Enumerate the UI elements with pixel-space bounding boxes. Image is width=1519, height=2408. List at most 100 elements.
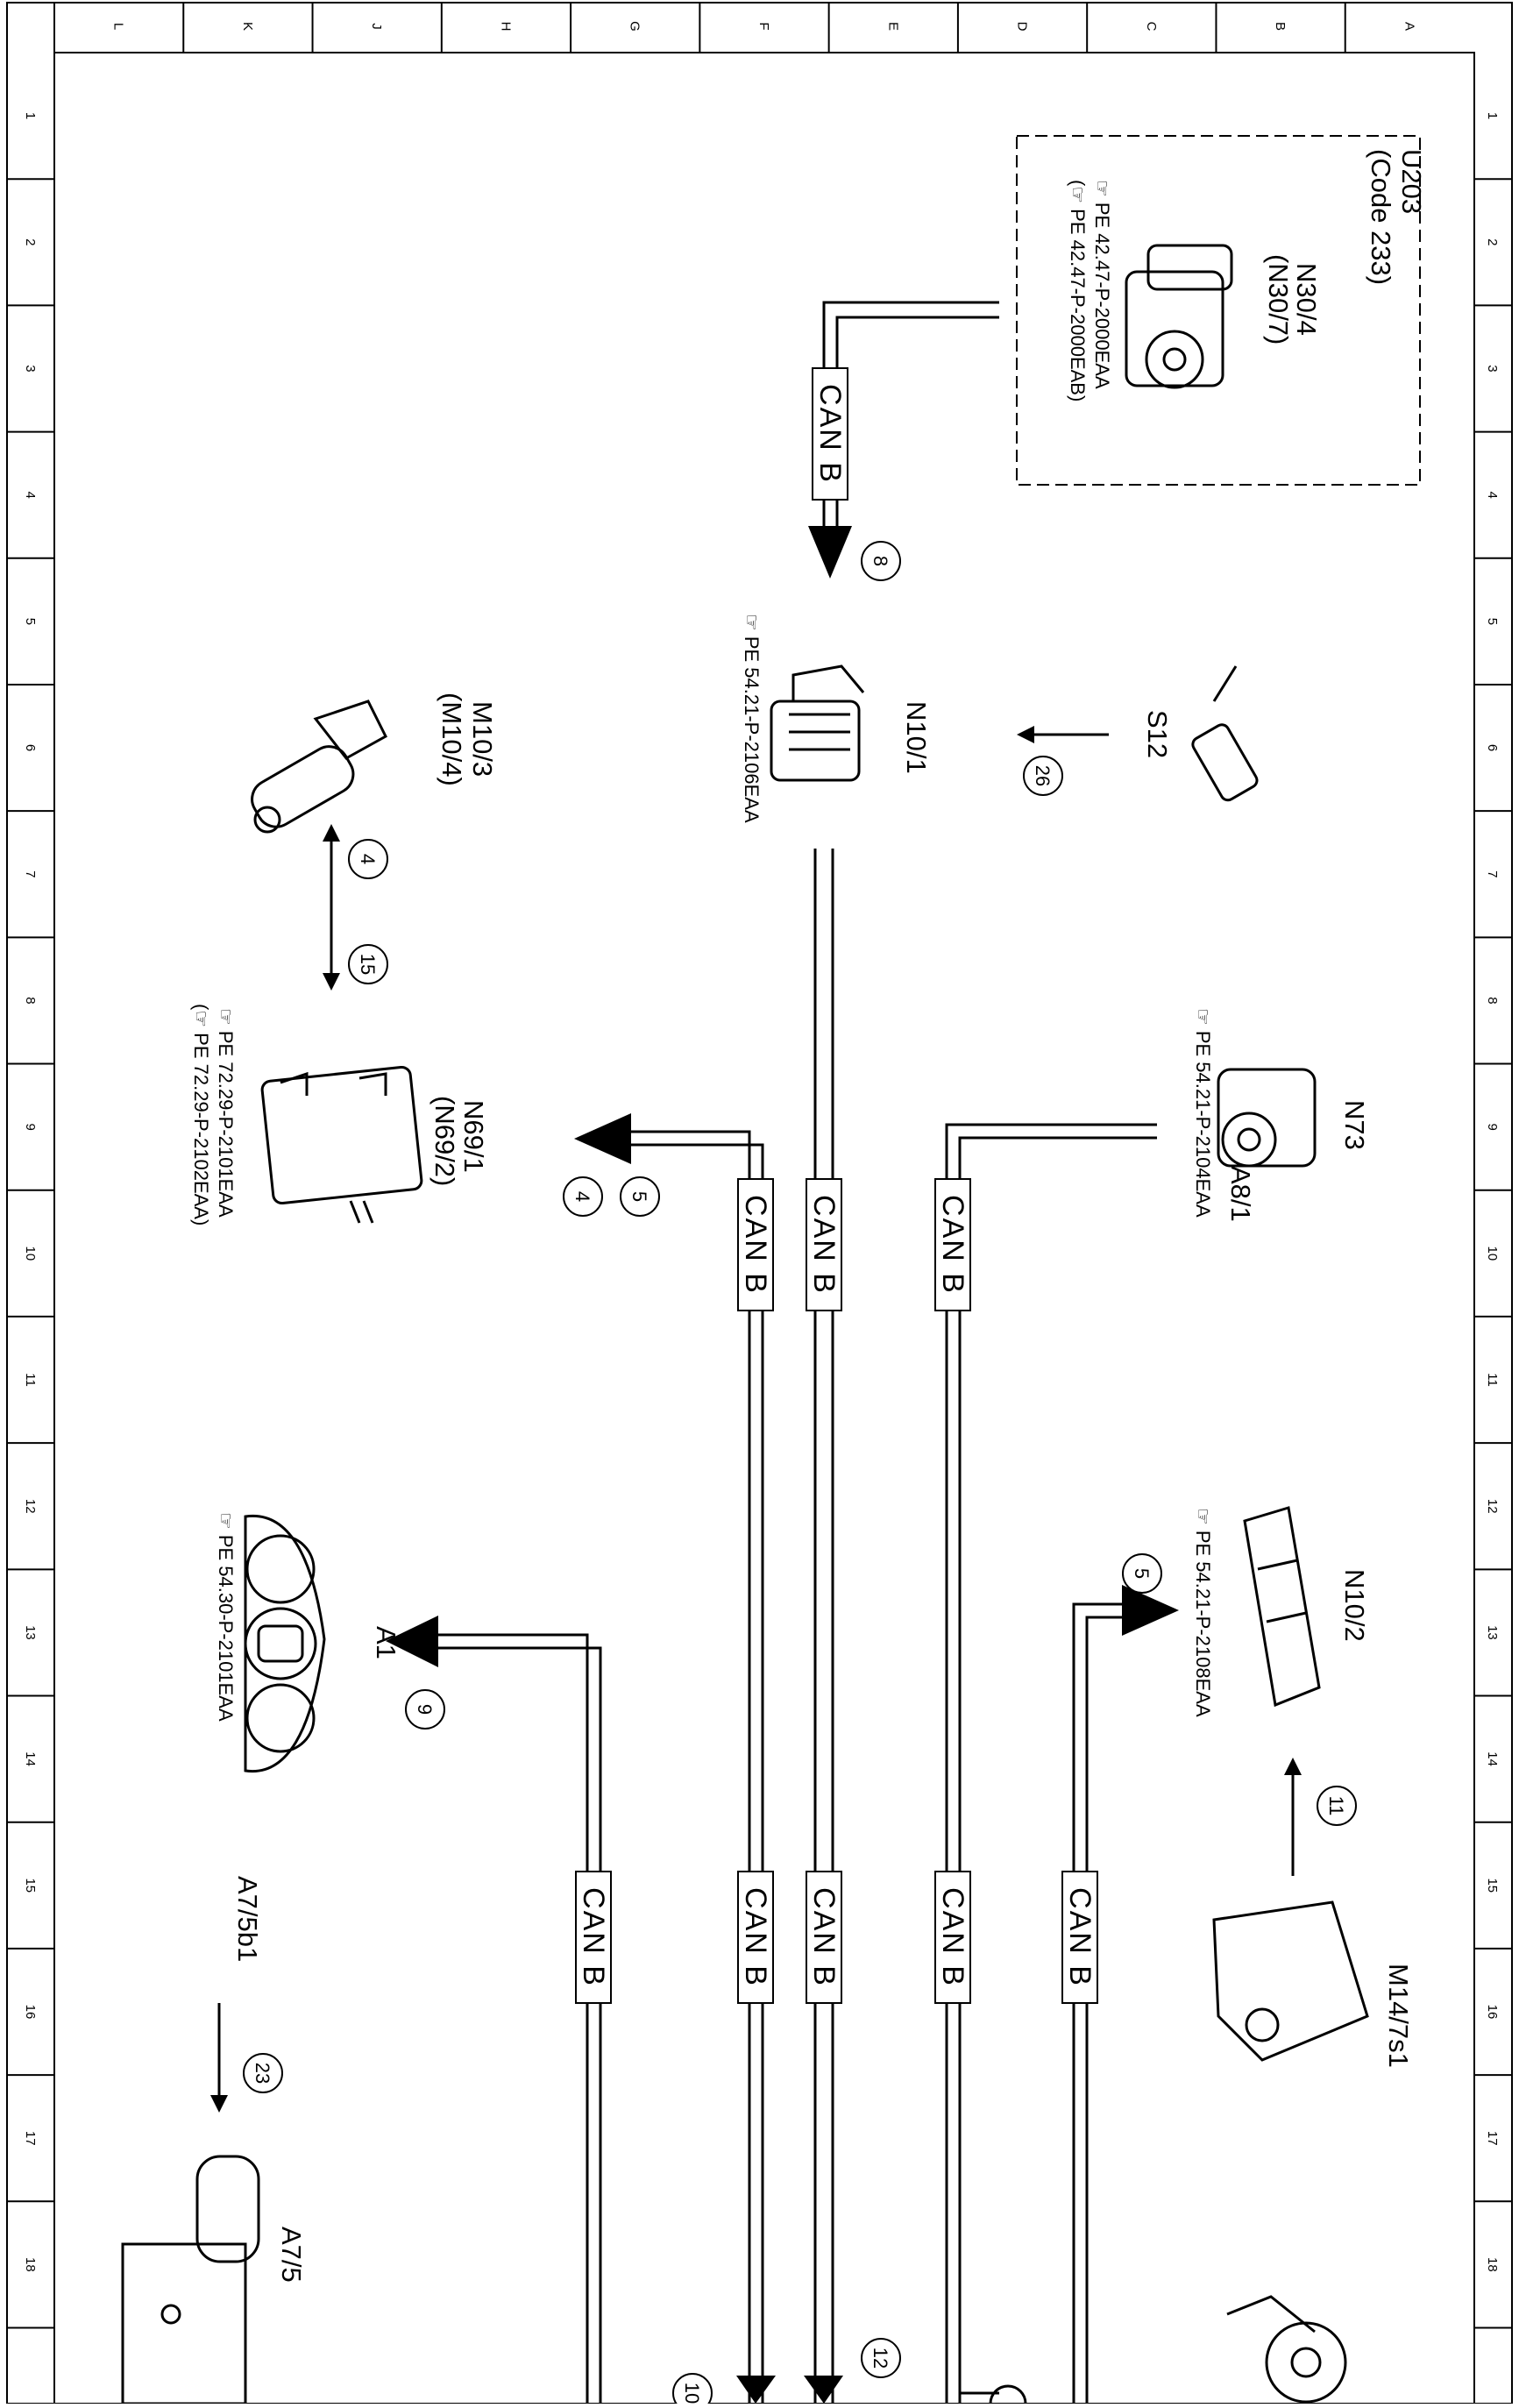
a7-5-name: A7/5 <box>276 2227 307 2283</box>
grid-column-number-13: 13 <box>1485 1625 1500 1640</box>
signal-9: 9 <box>414 1704 436 1715</box>
grid-row-label-B: B <box>1273 22 1288 31</box>
grid-column-number-12: 12 <box>1485 1499 1500 1514</box>
wire-u203-b <box>835 316 999 526</box>
n73-ref: ☞ PE 54.21-P-2104EAA <box>1192 1008 1214 1218</box>
arrow-to-a1 <box>386 1616 438 1667</box>
signal-markers: 8 26 4 15 5 4 5 9 11 23 12 10 <box>243 541 1357 2408</box>
grid-column-number-5: 5 <box>1485 618 1500 625</box>
n69-drawing <box>260 1065 423 1224</box>
grid-row-label-A: A <box>1402 22 1416 31</box>
grid-column-number-9: 9 <box>1485 1123 1500 1130</box>
arrow-a7-head <box>210 2095 228 2113</box>
a7-5-drawing <box>121 2155 260 2405</box>
n73-sub: A8/1 <box>1225 1166 1256 1222</box>
signal-15: 15 <box>357 954 379 975</box>
can-bus-wires <box>438 301 1157 2404</box>
grid-column-number-7: 7 <box>1485 870 1500 877</box>
n30-ref2: (☞ PE 42.47-P-2000EAB) <box>1067 180 1089 401</box>
m10-name: M10/3 <box>467 701 498 777</box>
grid-column-number-17: 17 <box>1485 2131 1500 2146</box>
signal-11: 11 <box>1325 1796 1347 1816</box>
grid-column-number-2: 2 <box>1485 238 1500 245</box>
grid-column-number-16: 16 <box>1485 2005 1500 2020</box>
partial-component-drawing <box>1226 2295 1347 2404</box>
n73-name: N73 <box>1339 1100 1370 1150</box>
n10-2-drawing <box>1243 1506 1321 1708</box>
n10-2-name: N10/2 <box>1339 1569 1370 1642</box>
grid-column-number-15: 15 <box>23 1878 38 1893</box>
grid-column-number-5: 5 <box>23 618 38 625</box>
signal-5: 5 <box>628 1191 650 1202</box>
arrow-s12-head <box>1017 726 1034 743</box>
wire-u203 <box>822 301 999 526</box>
grid-row-label-K: K <box>240 22 255 31</box>
signal-4b: 4 <box>571 1191 593 1202</box>
wire-a1-a <box>438 1633 589 2404</box>
grid-column-number-6: 6 <box>23 744 38 751</box>
signal-26: 26 <box>1032 765 1054 786</box>
grid-row-label-C: C <box>1144 22 1159 32</box>
wire-n69-a <box>631 1130 751 2404</box>
s12-drawing <box>1191 665 1259 802</box>
arrow-m10-bottom <box>323 973 340 991</box>
n30-name: N30/4 <box>1291 263 1322 336</box>
grid-column-number-11: 11 <box>23 1373 38 1387</box>
u203-optional-box <box>1016 135 1421 486</box>
grid-column-number-16: 16 <box>23 2005 38 2020</box>
n10-1-ref: ☞ PE 54.21-P-2106EAA <box>741 614 763 823</box>
grid-column-number-15: 15 <box>1485 1878 1500 1893</box>
s12-name: S12 <box>1142 710 1173 758</box>
signal-23: 23 <box>252 2063 273 2084</box>
n30-module-drawing <box>1125 244 1233 389</box>
m14-drawing <box>1212 1900 1369 2062</box>
n10-1-name: N10/1 <box>901 701 932 774</box>
grid-column-number-7: 7 <box>23 870 38 877</box>
n69-alt: (N69/2) <box>429 1096 460 1186</box>
grid-column-number-13: 13 <box>23 1625 38 1640</box>
grid-column-number-14: 14 <box>23 1751 38 1766</box>
grid-column-number-8: 8 <box>23 997 38 1004</box>
splice-circle <box>989 2384 1027 2408</box>
arrow-to-n69 <box>574 1113 631 1164</box>
m10-drawing <box>251 700 387 834</box>
grid-column-number-4: 4 <box>1485 492 1500 499</box>
grid-column-number-3: 3 <box>23 365 38 372</box>
grid-column-number-9: 9 <box>23 1123 38 1130</box>
arrow-to-n10-1 <box>808 526 852 579</box>
n69-ref2: (☞ PE 72.29-P-2102EAA) <box>190 1004 212 1225</box>
signal-4: 4 <box>357 854 379 864</box>
grid-row-label-G: G <box>628 21 642 32</box>
arrow-bottom-1 <box>736 2376 776 2404</box>
wire-n73-a <box>945 1123 1157 2404</box>
grid-column-number-3: 3 <box>1485 365 1500 372</box>
grid-column-number-6: 6 <box>1485 744 1500 751</box>
wire-n10-2-a <box>1072 1602 1122 2404</box>
grid-column-number-14: 14 <box>1485 1751 1500 1766</box>
wire-a1-b <box>438 1646 602 2404</box>
grid-row-label-E: E <box>885 22 900 31</box>
n10-1-drawing <box>770 664 865 782</box>
grid-column-number-12: 12 <box>23 1499 38 1514</box>
grid-column-number-18: 18 <box>23 2257 38 2272</box>
grid-row-label-L: L <box>111 23 126 30</box>
bus-label: CAN B <box>807 1195 841 1295</box>
u203-label: U203 <box>1396 149 1427 214</box>
bus-label: CAN B <box>1063 1887 1097 1987</box>
bus-label: CAN B <box>739 1195 772 1295</box>
n69-ref1: ☞ PE 72.29-P-2101EAA <box>215 1008 237 1218</box>
grid-column-number-11: 11 <box>1485 1373 1500 1387</box>
m14-name: M14/7s1 <box>1383 1964 1414 2068</box>
bus-label: CAN B <box>936 1195 969 1295</box>
n10-2-ref: ☞ PE 54.21-P-2108EAA <box>1192 1508 1214 1717</box>
bus-label: CAN B <box>577 1887 610 1987</box>
grid-column-number-2: 2 <box>23 238 38 245</box>
n69-name: N69/1 <box>458 1100 489 1173</box>
grid-column-number-4: 4 <box>23 492 38 499</box>
grid-column-number-10: 10 <box>1485 1246 1500 1261</box>
grid-row-label-D: D <box>1015 22 1030 32</box>
